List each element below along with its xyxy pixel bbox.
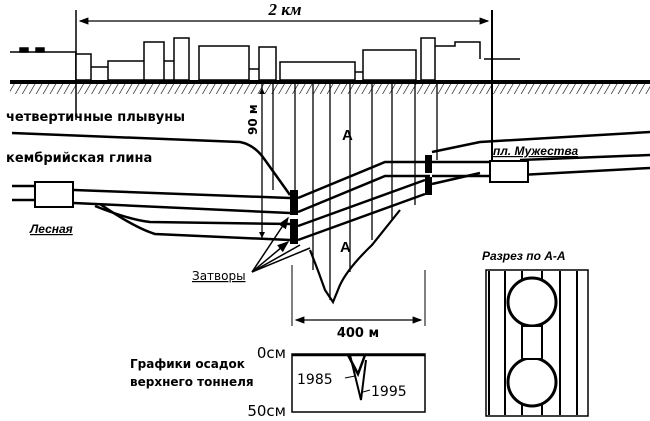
series-1985-label: 1985 xyxy=(297,372,333,388)
settlement-chart: Графики осадок верхнего тоннеля 0см 50см… xyxy=(130,344,426,420)
gates-label: Затворы xyxy=(192,269,246,283)
station-left-label: Лесная xyxy=(29,222,73,236)
layer-lower-label: кембрийская глина xyxy=(6,151,152,166)
section-view-title: Разрез по А-А xyxy=(482,249,566,263)
series-1995-label: 1995 xyxy=(371,384,407,400)
gates-pointers xyxy=(251,216,311,273)
station-right-box xyxy=(489,160,529,183)
gate-left-upper xyxy=(290,190,298,215)
gate-right-upper xyxy=(425,155,432,173)
layer-upper-label: четвертичные плывуны xyxy=(6,110,185,125)
dimension-400m: 400 м xyxy=(291,265,426,341)
gate-right-lower xyxy=(425,177,432,195)
tunnel-lower-circle xyxy=(506,356,558,408)
station-left-box xyxy=(34,181,74,208)
settlement-chart-frame xyxy=(291,353,426,413)
city-skyline xyxy=(10,37,520,81)
station-right-label: пл. Мужества xyxy=(493,144,579,158)
layer-boundary: четвертичные плывуны кембрийская глина xyxy=(6,110,292,196)
tunnels xyxy=(12,130,650,242)
section-view: Разрез по А-А xyxy=(482,249,589,417)
section-mark-top: А xyxy=(342,127,353,144)
dimension-90m: 90 м xyxy=(246,88,265,238)
tunnel-upper-circle xyxy=(506,276,558,328)
gates xyxy=(290,155,432,244)
axis-top-label: 0см xyxy=(257,344,286,362)
dimension-400m-label: 400 м xyxy=(337,326,379,341)
stations: Лесная пл. Мужества xyxy=(29,144,579,236)
settlement-title-2: верхнего тоннеля xyxy=(130,375,254,389)
settlement-title-1: Графики осадок xyxy=(130,357,245,371)
section-mark-bottom: А xyxy=(340,239,351,256)
gate-left-lower xyxy=(290,219,298,244)
dimension-2km: 2 км xyxy=(75,0,493,160)
washout-zone: А А xyxy=(308,127,401,305)
dimension-90m-label: 90 м xyxy=(246,104,260,135)
dimension-2km-label: 2 км xyxy=(267,0,301,19)
axis-bottom-label: 50см xyxy=(247,402,286,420)
series-1995-line xyxy=(349,354,367,401)
